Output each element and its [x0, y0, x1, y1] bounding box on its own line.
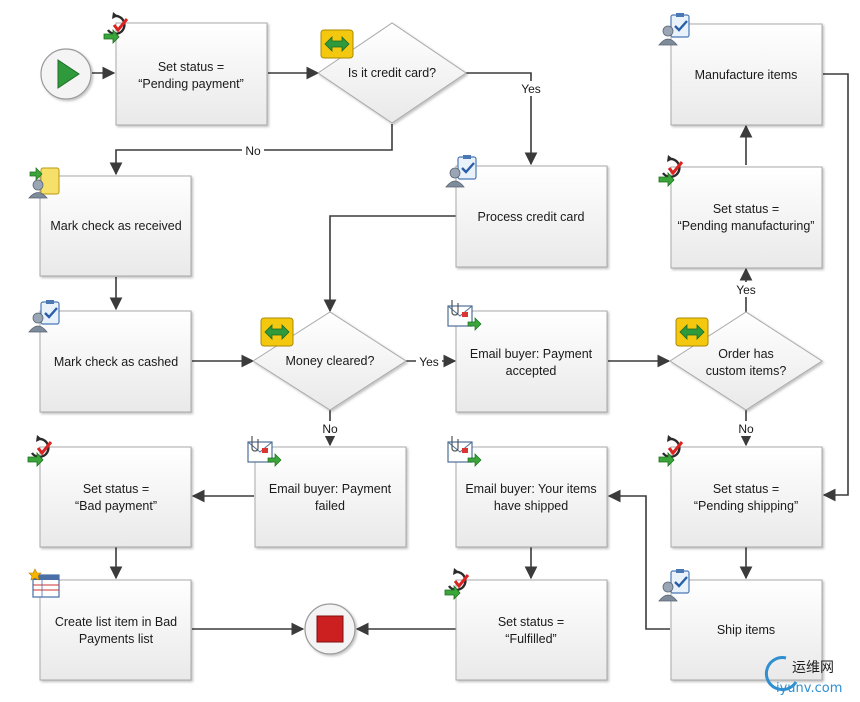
box-text-line: Manufacture items: [695, 68, 798, 82]
label-credit-yes: Yes: [521, 82, 541, 96]
end-node[interactable]: [304, 603, 356, 655]
box-set-pending-shipping[interactable]: Set status = “Pending shipping”: [670, 446, 823, 548]
watermark-site: iyunv.com: [776, 681, 842, 696]
label-custom-yes: Yes: [736, 283, 756, 297]
label-cleared-no: No: [322, 422, 338, 436]
box-text-line: Payments list: [79, 632, 154, 646]
box-set-bad-payment[interactable]: Set status = “Bad payment”: [39, 446, 192, 548]
box-email-payment-failed[interactable]: Email buyer: Payment failed: [254, 446, 407, 548]
receive-task-icon: [28, 167, 60, 199]
svg-text:Manufacture items: Manufacture items: [695, 68, 798, 82]
condition-icon: [260, 317, 294, 347]
condition-icon: [675, 317, 709, 347]
svg-text:Ship items: Ship items: [717, 623, 775, 637]
box-set-pending-manufacturing[interactable]: Set status = “Pending manufacturing”: [670, 166, 823, 269]
box-ship-items[interactable]: Ship items: [670, 579, 823, 681]
edge-labels: Yes No Yes No Yes No: [242, 81, 759, 436]
play-icon: [57, 59, 80, 89]
box-mark-check-cashed[interactable]: Mark check as cashed: [39, 310, 192, 413]
edge-manufacture-to-pending-shipping: [822, 73, 849, 502]
email-icon: [447, 436, 482, 467]
box-text-line: “Fulfilled”: [505, 632, 556, 646]
email-icon: [447, 300, 482, 331]
box-text-line: Set status =: [83, 482, 149, 496]
edge-ship-to-items-shipped: [607, 489, 670, 630]
label-custom-no: No: [738, 422, 754, 436]
box-set-pending-payment[interactable]: Set status = “Pending payment”: [115, 22, 268, 126]
box-text-line: Mark check as received: [50, 219, 181, 233]
box-text-line: “Pending manufacturing”: [678, 219, 815, 233]
box-text-line: Email buyer: Payment: [269, 482, 392, 496]
svg-text:Is it credit card?: Is it credit card?: [348, 66, 436, 80]
box-text-line: Set status =: [498, 615, 564, 629]
user-task-icon: [658, 13, 690, 46]
diamond-text-line: Money cleared?: [286, 354, 375, 368]
box-text-line: Process credit card: [478, 210, 585, 224]
label-cleared-yes: Yes: [419, 355, 439, 369]
box-text-line: failed: [315, 499, 345, 513]
create-list-item-icon: [28, 568, 60, 598]
svg-text:Set status =“Pending payment”: Set status = “Pending payment”: [138, 60, 244, 91]
watermark-swirl-icon: [764, 656, 798, 692]
diamond-text-line: Is it credit card?: [348, 66, 436, 80]
svg-text:Set status =“Pending manufact: Set status = “Pending manufacturing”: [678, 202, 815, 233]
box-text-line: Ship items: [717, 623, 775, 637]
edge-credit-yes: [466, 72, 538, 166]
watermark-chinese: 运维网: [792, 660, 834, 676]
edge-process-card-to-money-cleared: [323, 215, 456, 313]
svg-text:Money cleared?: Money cleared?: [286, 354, 375, 368]
diamond-text-line: Order has: [718, 347, 774, 361]
box-text-line: Set status =: [713, 482, 779, 496]
box-set-fulfilled[interactable]: Set status = “Fulfilled”: [455, 579, 608, 681]
box-text-line: accepted: [506, 364, 557, 378]
box-mark-check-received[interactable]: Mark check as received: [39, 175, 192, 277]
box-text-line: Set status =: [713, 202, 779, 216]
watermark-logo: 运维网 iyunv.com: [764, 656, 842, 696]
svg-text:Process credit card: Process credit card: [478, 210, 585, 224]
svg-text:Set status =“Bad payment”: Set status = “Bad payment”: [75, 482, 157, 513]
condition-icon: [320, 29, 354, 59]
decision-money-cleared[interactable]: Money cleared?: [252, 311, 407, 411]
set-status-icon: [103, 12, 129, 44]
user-task-icon: [445, 155, 477, 188]
box-manufacture-items[interactable]: Manufacture items: [670, 23, 823, 126]
set-status-icon: [658, 435, 684, 467]
box-text-line: “Pending shipping”: [694, 499, 798, 513]
box-text-line: Mark check as cashed: [54, 355, 178, 369]
svg-text:Set status =“Fulfilled”: Set status = “Fulfilled”: [498, 615, 564, 646]
set-status-icon: [444, 568, 470, 600]
box-text-line: Email buyer: Payment: [470, 347, 593, 361]
box-text-line: Create list item in Bad: [55, 615, 177, 629]
label-credit-no: No: [245, 144, 261, 158]
box-text-line: have shipped: [494, 499, 568, 513]
svg-text:Set status =“Pending shipping: Set status = “Pending shipping”: [694, 482, 798, 513]
svg-text:Mark check as cashed: Mark check as cashed: [54, 355, 178, 369]
box-email-items-shipped[interactable]: Email buyer: Your items have shipped: [455, 446, 608, 548]
box-email-payment-accepted[interactable]: Email buyer: Payment accepted: [455, 310, 608, 413]
start-node[interactable]: [40, 48, 92, 100]
svg-text:Mark check as received: Mark check as received: [50, 219, 181, 233]
box-text-line: Email buyer: Your items: [465, 482, 596, 496]
user-task-icon: [658, 569, 690, 602]
box-text-line: “Pending payment”: [138, 77, 244, 91]
email-icon: [247, 436, 282, 467]
diamond-text-line: custom items?: [706, 364, 787, 378]
box-text-line: Set status =: [158, 60, 224, 74]
set-status-icon: [658, 155, 684, 187]
set-status-icon: [27, 435, 53, 467]
box-process-credit-card[interactable]: Process credit card: [455, 165, 608, 268]
box-text-line: “Bad payment”: [75, 499, 157, 513]
decision-is-credit-card[interactable]: Is it credit card?: [317, 22, 467, 124]
stop-icon: [316, 615, 344, 643]
user-task-icon: [28, 300, 60, 333]
